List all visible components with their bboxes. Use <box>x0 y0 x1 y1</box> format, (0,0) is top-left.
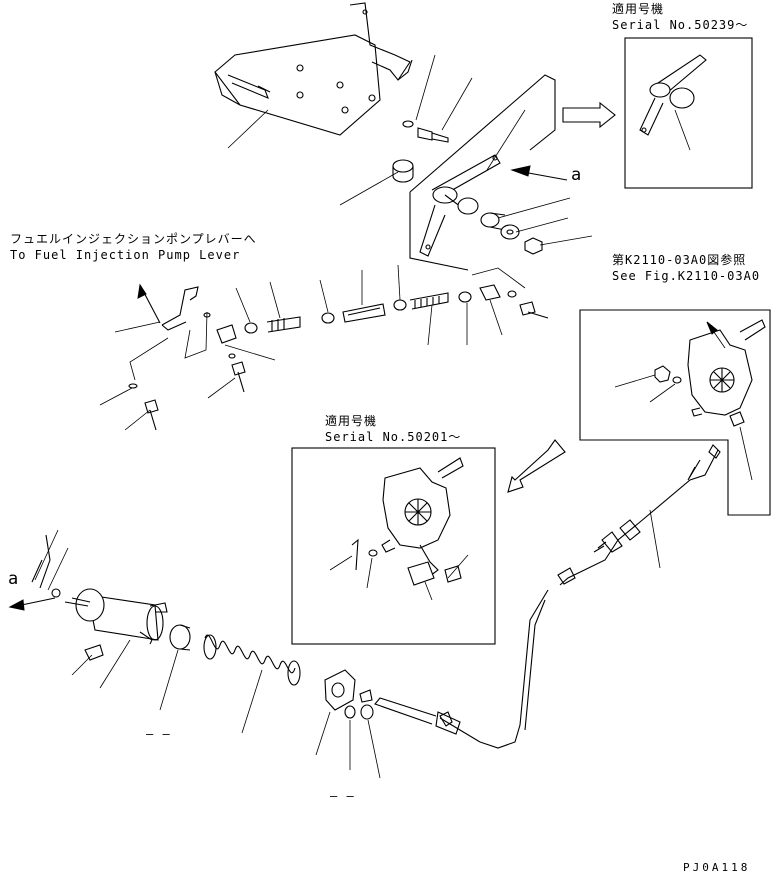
spacer-collar <box>392 159 414 183</box>
washer-lever <box>500 224 520 240</box>
leader-lines-bottom <box>34 529 381 779</box>
arrow-to-inset-center <box>507 439 566 493</box>
linkage-rod-row <box>216 284 549 344</box>
ref-note-en: See Fig.K2110-03A0 <box>612 269 761 283</box>
leader-lines-link <box>99 311 276 431</box>
inset-top-right-serial: Serial No.50239〜 <box>612 18 749 32</box>
governor-right <box>687 319 766 427</box>
lever-assembly <box>419 154 501 257</box>
ref-box-frame <box>579 309 771 516</box>
pump-lever-note-jp: フュエルインジェクションポンプレバーへ <box>10 232 257 246</box>
flange-plate <box>324 669 356 711</box>
nut-lever <box>524 237 543 255</box>
callout-a-top: a <box>571 165 583 185</box>
callout-a-arrow-top <box>510 165 568 181</box>
inset-center-frame <box>291 447 496 645</box>
control-cable <box>359 444 721 749</box>
spring-seat <box>169 624 191 651</box>
inset-top-right-part <box>639 54 707 151</box>
inset-top-right-frame <box>624 37 753 189</box>
inset-center-jp: 適用号機 <box>325 414 378 428</box>
dash-mark-bottom: – – <box>330 789 355 803</box>
governor-center <box>329 457 469 601</box>
lever-housing-outline <box>409 74 556 271</box>
leader-lines-rod <box>235 264 526 346</box>
solenoid-assembly <box>8 534 168 661</box>
pump-lever-note-en: To Fuel Injection Pump Lever <box>10 248 241 262</box>
ref-note-jp: 第K2110-03A0図参照 <box>612 253 747 267</box>
leader-lines-lever <box>486 109 593 246</box>
dash-mark-left: – – <box>146 727 171 741</box>
link-small-parts <box>128 312 246 431</box>
washer-small <box>402 120 414 128</box>
leader-lines-top <box>227 54 473 206</box>
bolt-plate <box>417 127 449 143</box>
figure-code: PJ0A118 <box>683 861 751 874</box>
inset-center-serial: Serial No.50201〜 <box>325 430 462 444</box>
ref-box-parts <box>614 321 753 481</box>
callout-a-bottom: a <box>8 569 20 589</box>
arrow-to-inset-top <box>562 101 616 129</box>
compression-spring <box>203 634 301 686</box>
bushing <box>480 212 506 231</box>
pump-lever-link <box>137 283 199 331</box>
inset-top-right-jp: 適用号機 <box>612 2 665 16</box>
washer-nut-bottom <box>344 704 374 720</box>
bracket-plate <box>214 2 413 136</box>
